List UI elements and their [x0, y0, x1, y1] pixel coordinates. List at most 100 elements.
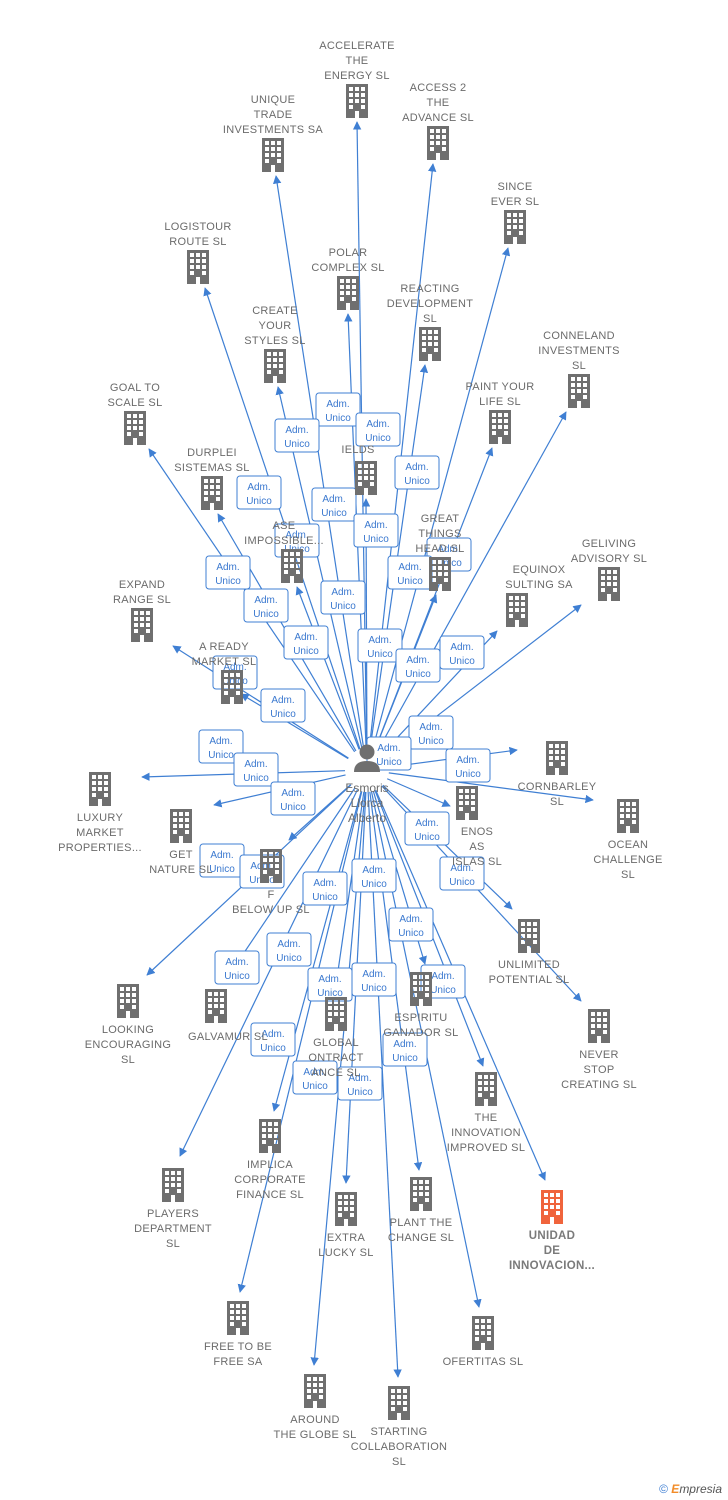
- relation-badge-durplei[interactable]: Adm.Unico: [243, 588, 289, 623]
- building-icon: [89, 772, 111, 806]
- relation-badge-reacting[interactable]: Adm.Unico: [353, 513, 399, 548]
- relation-badge-logistour[interactable]: Adm.Unico: [236, 475, 282, 510]
- relation-badge-access2[interactable]: Adm.Unico: [355, 412, 401, 447]
- company-node-galvamur[interactable]: GALVAMUR SL: [188, 989, 268, 1043]
- relation-badge-ocean[interactable]: Adm.Unico: [445, 748, 491, 783]
- relation-badge-getnature[interactable]: Adm.Unico: [233, 752, 279, 787]
- relation-badge-box: [355, 412, 401, 447]
- relation-badge-since[interactable]: Adm.Unico: [394, 455, 440, 490]
- relation-badge-belowup[interactable]: Adm.Unico: [270, 781, 316, 816]
- relation-badge-cornbarley[interactable]: Adm.Unico: [408, 715, 454, 750]
- relation-badge-box: [351, 962, 397, 997]
- company-node-fields[interactable]: IELDS: [341, 444, 377, 495]
- relation-badge-box: [302, 871, 348, 906]
- relation-badge-box: [351, 858, 397, 893]
- relation-badge-fields[interactable]: Adm.Unico: [320, 580, 366, 615]
- relation-badge-innovation[interactable]: Adm.Unico: [388, 907, 434, 942]
- relation-badge-extra[interactable]: Adm.Unico: [307, 967, 353, 1002]
- company-label-line: EXPAND: [119, 579, 165, 591]
- relation-badge-players[interactable]: Adm.Unico: [214, 950, 260, 985]
- relation-badge-around[interactable]: Adm.Unico: [292, 1060, 338, 1095]
- company-node-luxury[interactable]: LUXURYMARKETPROPERTIES...: [58, 772, 142, 854]
- company-node-ofertitas[interactable]: OFERTITAS SL: [443, 1316, 524, 1368]
- relation-badge-box: [337, 1066, 383, 1101]
- edge-impossible: [295, 586, 360, 750]
- relation-badge-box: [420, 964, 466, 999]
- empresia-logo[interactable]: Empresia: [671, 1482, 722, 1496]
- company-label-line: DE: [544, 1245, 561, 1257]
- relation-badge-great[interactable]: Adm.Unico: [357, 628, 403, 663]
- company-label-line: GALVAMUR SL: [188, 1031, 268, 1043]
- relation-badge-equinox[interactable]: Adm.Unico: [395, 648, 441, 683]
- relation-badge-goal[interactable]: Adm.Unico: [205, 555, 251, 590]
- relation-badge-text: Adm.: [437, 544, 460, 555]
- relation-badge-paint[interactable]: Adm.Unico: [387, 555, 433, 590]
- relation-badge-plant[interactable]: Adm.Unico: [351, 962, 397, 997]
- relation-badge-freetobe[interactable]: Adm.Unico: [250, 1022, 296, 1057]
- relation-badge-box: [382, 1032, 428, 1067]
- relation-badge-accelerate[interactable]: Adm.Unico: [315, 392, 361, 427]
- relation-badge-never[interactable]: Adm.Unico: [439, 856, 485, 891]
- relation-badge-luxury[interactable]: Adm.Unico: [198, 729, 244, 764]
- relation-badge-text: Unico: [330, 601, 356, 612]
- company-node-impossible[interactable]: ASEIMPOSSIBLE...: [244, 520, 324, 583]
- relation-badge-polar[interactable]: Adm.Unico: [311, 487, 357, 522]
- relation-badge-starting[interactable]: Adm.Unico: [337, 1066, 383, 1101]
- building-icon: [489, 410, 511, 444]
- relation-badge-unique[interactable]: Adm.Unico: [274, 418, 320, 453]
- relation-badge-text: Adm.: [261, 1029, 284, 1040]
- relation-badge-ofertitas[interactable]: Adm.Unico: [382, 1032, 428, 1067]
- relation-badge-unidad[interactable]: Adm.Unico: [420, 964, 466, 999]
- relation-badge-impossible[interactable]: Adm.Unico: [283, 625, 329, 660]
- relation-badge-espiritu[interactable]: Adm.Unico: [351, 858, 397, 893]
- relation-badge-text: Adm.: [223, 662, 246, 673]
- relation-badge-implica[interactable]: Adm.Unico: [266, 932, 312, 967]
- person-node[interactable]: Esmoris Llorca Alberto: [345, 744, 389, 826]
- relation-badge-text: Unico: [280, 802, 306, 813]
- company-label-line: DEVELOPMENT: [387, 298, 473, 310]
- relation-badge-unlimited[interactable]: Adm.Unico: [404, 811, 450, 846]
- company-node-unidad[interactable]: UNIDADDEINNOVACION...: [509, 1190, 595, 1272]
- relation-badge-box: [320, 580, 366, 615]
- relation-badge-geliving[interactable]: Adm.Unico: [439, 635, 485, 670]
- relation-badge-box: [353, 513, 399, 548]
- relation-badge-looking[interactable]: Adm.Unico: [199, 843, 245, 878]
- relation-badge-global[interactable]: Adm.Unico: [302, 871, 348, 906]
- relation-badge-aready[interactable]: Adm.Unico: [260, 688, 306, 723]
